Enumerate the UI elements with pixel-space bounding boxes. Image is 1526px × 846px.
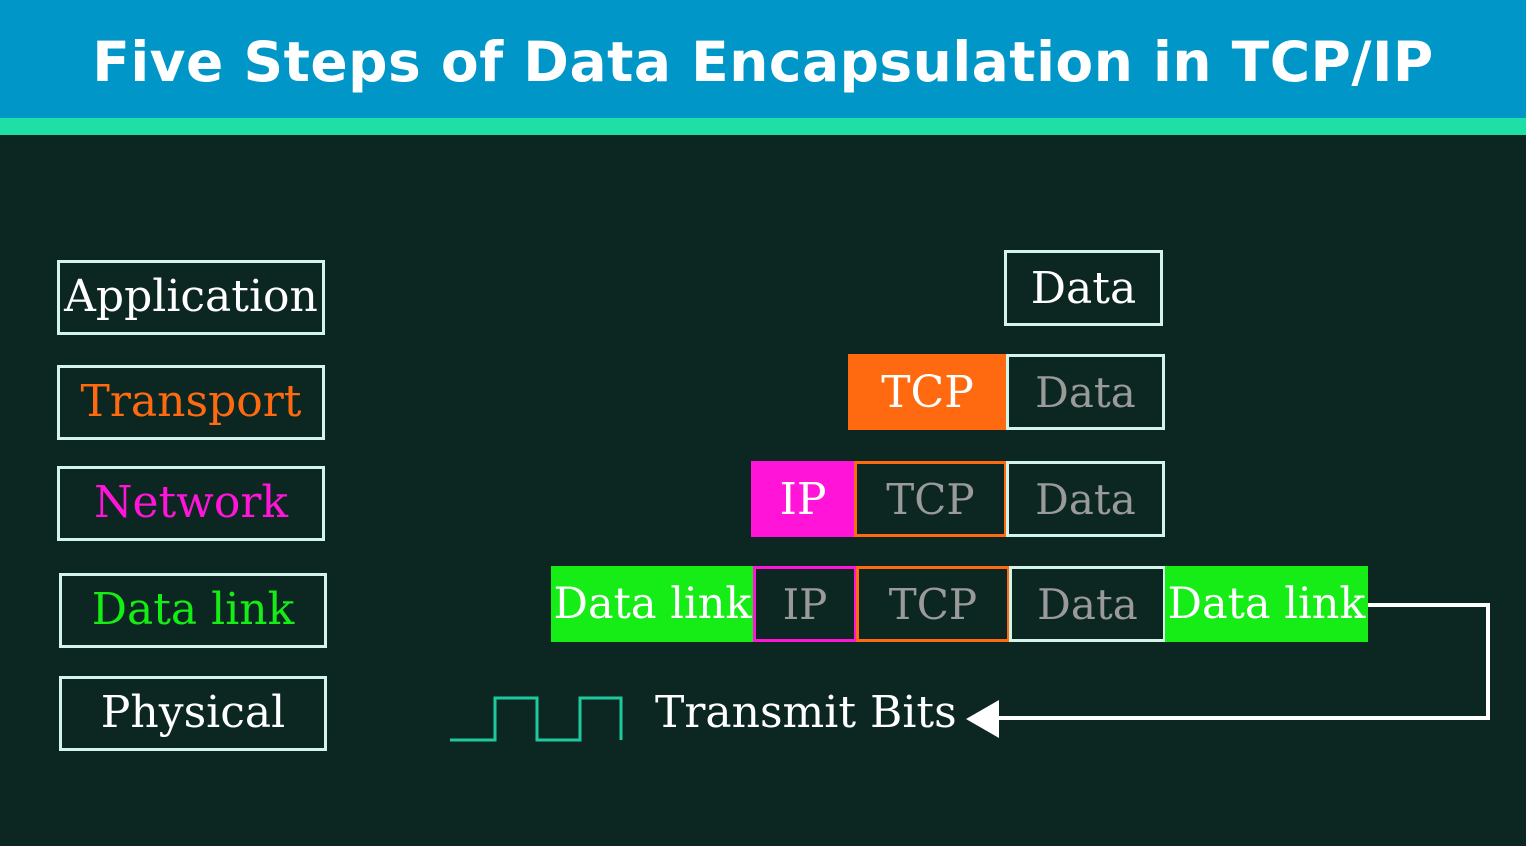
layer-datalink-label: Data link: [91, 584, 295, 635]
layer-application: Application: [57, 260, 325, 335]
transmit-bits-label: Transmit Bits: [655, 687, 957, 738]
datalink-tcp-cell: TCP: [856, 566, 1010, 642]
layer-physical: Physical: [59, 676, 327, 751]
layer-physical-label: Physical: [100, 687, 286, 738]
title-banner: [0, 0, 1526, 118]
title-banner-stripe: [0, 118, 1526, 135]
diagram-title: Five Steps of Data Encapsulation in TCP/…: [92, 30, 1434, 94]
network-ip-header: IP: [751, 461, 855, 537]
transport-data-cell: Data: [1006, 354, 1165, 430]
return-arrow-line: [985, 603, 1490, 720]
arrow-head-icon: [966, 700, 999, 738]
layer-application-label: Application: [64, 271, 318, 322]
network-tcp-cell: TCP: [854, 461, 1007, 537]
network-data-cell: Data: [1006, 461, 1165, 537]
datalink-data-cell: Data: [1009, 566, 1166, 642]
transport-tcp-header: TCP: [848, 354, 1007, 430]
layer-network: Network: [57, 466, 325, 541]
layer-transport-label: Transport: [80, 376, 302, 427]
bit-signal-waveform: [450, 696, 623, 742]
datalink-ip-cell: IP: [753, 566, 857, 642]
layer-datalink: Data link: [59, 573, 327, 648]
datalink-trailer: Data link: [1165, 566, 1368, 642]
datalink-header: Data link: [551, 566, 754, 642]
layer-network-label: Network: [93, 477, 289, 528]
layer-transport: Transport: [57, 365, 325, 440]
app-data-cell: Data: [1004, 250, 1163, 326]
